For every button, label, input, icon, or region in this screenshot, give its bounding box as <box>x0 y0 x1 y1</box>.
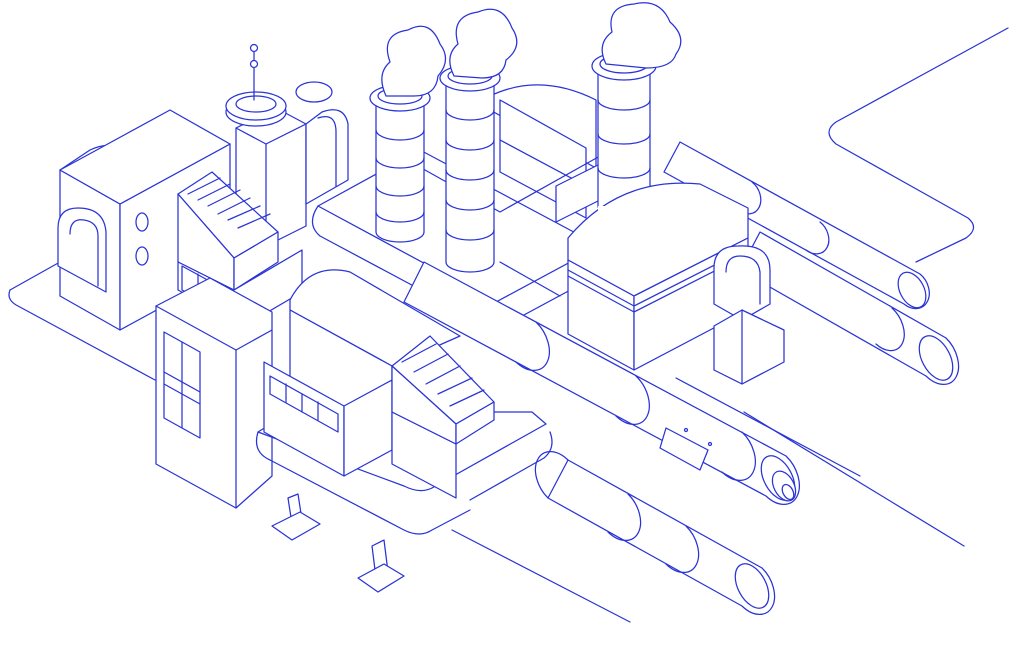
main-pipe <box>403 261 800 505</box>
tank-unit <box>713 245 785 385</box>
front-platform <box>255 269 547 593</box>
smoke-cloud-2 <box>449 8 518 79</box>
hall-building <box>489 84 601 223</box>
chimney-3 <box>591 2 682 217</box>
smoke-cloud-1 <box>381 25 447 97</box>
ground-outline <box>8 27 1009 623</box>
roof-vent-left <box>177 171 303 327</box>
pipe-panel <box>659 427 709 471</box>
lower-pipe <box>534 450 776 616</box>
smoke-cloud-3 <box>601 2 682 69</box>
front-tower <box>155 277 273 509</box>
pipes-right <box>663 141 960 386</box>
chimney-1 <box>369 25 447 243</box>
chimney-2 <box>439 8 518 273</box>
